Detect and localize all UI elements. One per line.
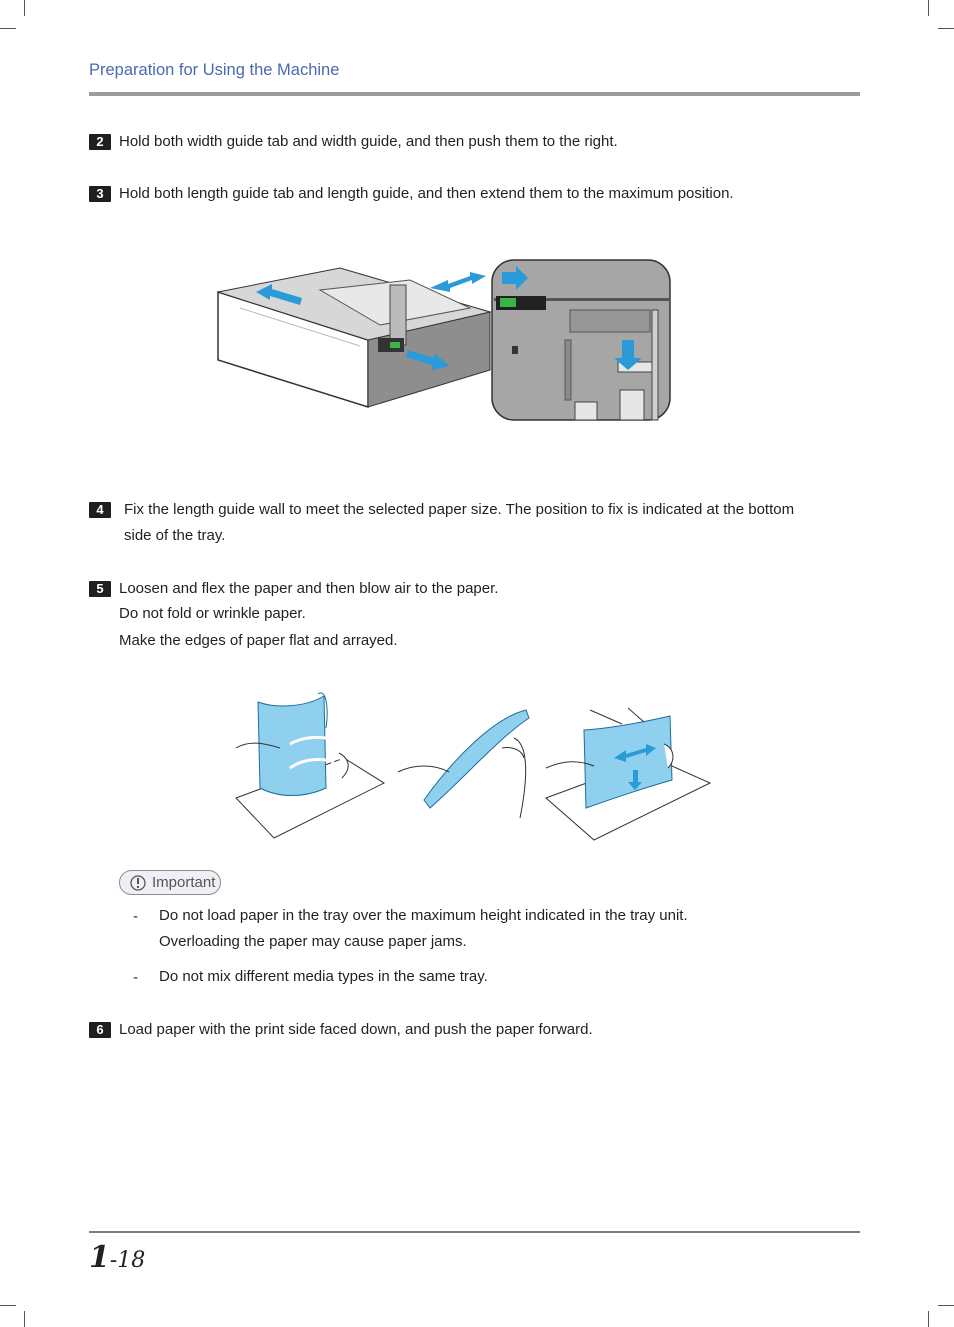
- important-notice-badge: Important: [119, 870, 221, 895]
- arrow-right-icon: [502, 266, 528, 290]
- step-number-badge: 6: [89, 1022, 111, 1038]
- arrow-left-icon: [256, 284, 302, 305]
- arrow-down-icon: [628, 770, 642, 790]
- footer-rule: [89, 1231, 860, 1233]
- chapter-number: 1: [89, 1240, 110, 1275]
- step-text: Hold both length guide tab and length gu…: [119, 185, 734, 202]
- crop-mark: [938, 28, 954, 29]
- page-number-suffix: -18: [109, 1248, 146, 1273]
- crop-mark: [24, 1311, 25, 1327]
- page-number: 1-18: [89, 1240, 145, 1275]
- header-rule: [89, 92, 860, 96]
- step-number-badge: 5: [89, 581, 111, 597]
- step-text-continued: side of the tray.: [124, 527, 226, 544]
- step-note: Make the edges of paper flat and arrayed…: [119, 632, 398, 649]
- crop-mark: [24, 0, 25, 16]
- flex-paper-figure: [235, 692, 386, 839]
- paper-handling-illustration: [235, 692, 712, 841]
- important-item-text: Do not mix different media types in the …: [159, 968, 488, 985]
- crop-mark: [928, 0, 929, 16]
- blow-air-paper-figure: [545, 707, 712, 841]
- crop-mark: [938, 1305, 954, 1306]
- step-number-badge: 4: [89, 502, 111, 518]
- bend-paper-figure: [397, 709, 530, 819]
- important-item-text: Do not load paper in the tray over the m…: [159, 907, 688, 924]
- crop-mark: [928, 1311, 929, 1327]
- important-label: Important: [152, 874, 216, 891]
- step-number-badge: 2: [89, 134, 111, 150]
- important-item-text-continued: Overloading the paper may cause paper ja…: [159, 933, 467, 950]
- page-header-title: Preparation for Using the Machine: [89, 61, 340, 79]
- step-text: Fix the length guide wall to meet the se…: [124, 501, 795, 518]
- arrow-double-icon: [614, 744, 656, 762]
- bullet-dash: -: [133, 908, 138, 925]
- step-text: Load paper with the print side faced dow…: [119, 1021, 593, 1038]
- step-text: Hold both width guide tab and width guid…: [119, 133, 618, 150]
- bullet-dash: -: [133, 969, 138, 986]
- step-text: Loosen and flex the paper and then blow …: [119, 580, 499, 597]
- crop-mark: [0, 28, 16, 29]
- crop-mark: [0, 1305, 16, 1306]
- arrow-right-icon: [406, 350, 450, 370]
- important-icon: [130, 875, 146, 891]
- step-number-badge: 3: [89, 186, 111, 202]
- tray-illustration: [217, 259, 671, 421]
- arrow-down-icon: [614, 340, 642, 370]
- step-note: Do not fold or wrinkle paper.: [119, 605, 306, 622]
- arrow-double-icon: [430, 272, 486, 292]
